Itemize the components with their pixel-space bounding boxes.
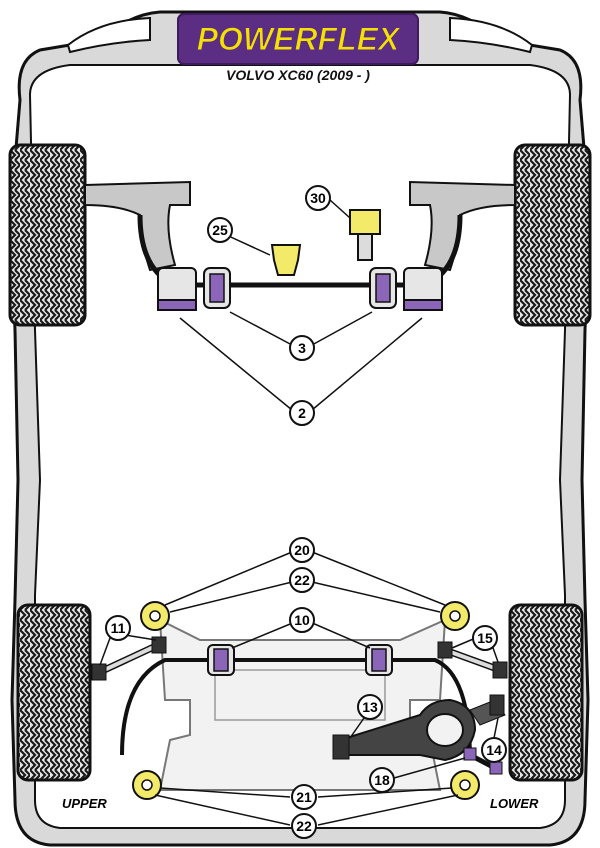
svg-text:22: 22 <box>296 818 312 834</box>
callout-2: 2 <box>290 401 314 425</box>
svg-text:3: 3 <box>298 340 306 356</box>
rear-right-wheel <box>510 605 582 780</box>
front-right-arb-bush <box>370 268 396 308</box>
callout-13: 13 <box>358 695 382 719</box>
svg-text:22: 22 <box>294 572 310 588</box>
front-left-wheel <box>10 145 85 325</box>
callout-3: 3 <box>290 336 314 360</box>
callout-18: 18 <box>370 768 394 792</box>
svg-text:21: 21 <box>296 789 312 805</box>
front-right-wheel <box>515 145 590 325</box>
callout-21: 21 <box>292 785 316 809</box>
subframe-bush-front-left <box>141 602 169 630</box>
callout-10: 10 <box>290 608 314 632</box>
svg-text:15: 15 <box>477 630 493 646</box>
front-left-arm-bush <box>158 268 196 310</box>
upper-label: UPPER <box>62 796 107 811</box>
callout-22-bottom: 22 <box>292 814 316 838</box>
svg-text:18: 18 <box>374 772 390 788</box>
rear-subframe <box>160 620 445 790</box>
callout-22-top: 22 <box>290 568 314 592</box>
front-right-arm-bush <box>404 268 442 310</box>
callout-25: 25 <box>208 218 232 242</box>
lower-label: LOWER <box>490 796 539 811</box>
svg-text:10: 10 <box>294 612 310 628</box>
subframe-bush-rear-right <box>451 771 479 799</box>
svg-text:30: 30 <box>310 190 326 206</box>
svg-text:14: 14 <box>486 742 502 758</box>
rear-left-wheel <box>18 605 90 780</box>
brand-logo: POWERFLEX <box>178 14 418 64</box>
subframe-bush-front-right <box>441 602 469 630</box>
engine-mount-insert <box>272 245 300 275</box>
callout-15: 15 <box>473 626 497 650</box>
svg-text:25: 25 <box>212 222 228 238</box>
callout-30: 30 <box>306 186 330 210</box>
svg-text:20: 20 <box>294 542 310 558</box>
vehicle-model: VOLVO XC60 (2009 - ) <box>226 67 370 83</box>
svg-text:2: 2 <box>298 405 306 421</box>
rear-right-arb-bush <box>366 645 392 675</box>
svg-text:11: 11 <box>111 620 126 636</box>
brand-name: POWERFLEX <box>197 21 401 57</box>
svg-text:13: 13 <box>362 699 378 715</box>
rear-left-arb-bush <box>208 645 234 675</box>
callout-14: 14 <box>482 738 506 762</box>
callout-20: 20 <box>290 538 314 562</box>
front-left-arb-bush <box>204 268 230 308</box>
callout-11: 11 <box>106 616 130 640</box>
